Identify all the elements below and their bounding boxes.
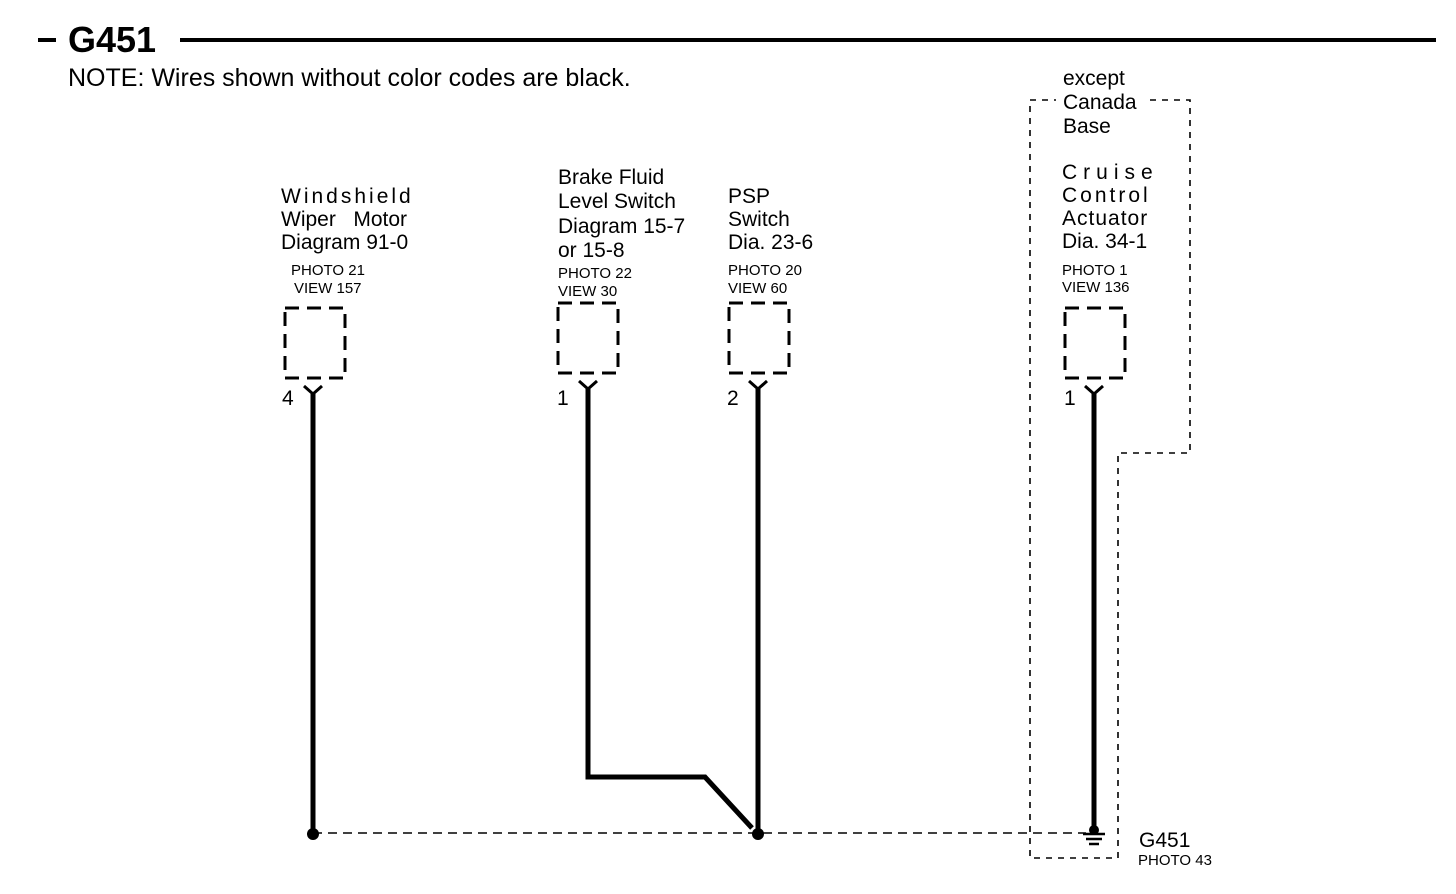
page-title: G451 bbox=[68, 19, 156, 60]
option-label-line-2: Canada bbox=[1063, 91, 1137, 114]
wiper-pin-number: 4 bbox=[282, 387, 294, 410]
psp-view-ref: VIEW 60 bbox=[728, 280, 787, 297]
brake-connector-box bbox=[556, 301, 620, 375]
component-wiper-motor: Windshield Wiper Motor Diagram 91-0 PHOT… bbox=[281, 185, 414, 410]
psp-name-line-1: PSP bbox=[728, 185, 770, 208]
psp-photo-ref: PHOTO 20 bbox=[728, 262, 802, 279]
brake-pin-number: 1 bbox=[557, 387, 569, 410]
splice-dot-psp bbox=[752, 828, 764, 840]
component-psp-switch: PSP Switch Dia. 23-6 PHOTO 20 VIEW 60 2 bbox=[727, 185, 813, 410]
wiper-connector-box bbox=[283, 306, 347, 380]
brake-name-line-3: Diagram 15-7 bbox=[558, 215, 685, 238]
ground-label: G451 bbox=[1139, 829, 1190, 852]
ground-photo-ref: PHOTO 43 bbox=[1138, 852, 1212, 869]
cruise-name-line-4: Dia. 34-1 bbox=[1062, 230, 1147, 253]
psp-name-line-2: Switch bbox=[728, 208, 790, 231]
component-cruise-actuator: Cruise Control Actuator Dia. 34-1 PHOTO … bbox=[1062, 161, 1159, 410]
brake-photo-ref: PHOTO 22 bbox=[558, 265, 632, 282]
cruise-name-line-3: Actuator bbox=[1062, 207, 1148, 230]
cruise-pin-number: 1 bbox=[1064, 387, 1076, 410]
psp-name-line-3: Dia. 23-6 bbox=[728, 231, 813, 254]
cruise-pin-terminal-icon bbox=[1084, 384, 1104, 397]
cruise-name-line-2: Control bbox=[1062, 184, 1151, 207]
option-label-line-1: except bbox=[1063, 67, 1125, 90]
wire-brake bbox=[585, 389, 754, 830]
ground-icon bbox=[1083, 825, 1105, 846]
psp-pin-terminal-icon bbox=[748, 379, 768, 392]
wiper-name-line-2: Wiper Motor bbox=[281, 208, 407, 231]
wiper-photo-ref: PHOTO 21 bbox=[291, 262, 365, 279]
brake-name-line-4: or 15-8 bbox=[558, 239, 625, 262]
wiper-name-line-1: Windshield bbox=[281, 185, 414, 208]
cruise-photo-ref: PHOTO 1 bbox=[1062, 262, 1128, 279]
brake-name-line-2: Level Switch bbox=[558, 190, 676, 213]
psp-connector-box bbox=[727, 301, 791, 375]
wiper-name-line-3: Diagram 91-0 bbox=[281, 231, 408, 254]
option-label-mask bbox=[1056, 88, 1146, 138]
component-brake-fluid-switch: Brake Fluid Level Switch Diagram 15-7 or… bbox=[556, 166, 685, 410]
option-dashed-boundary bbox=[1029, 99, 1191, 859]
brake-view-ref: VIEW 30 bbox=[558, 283, 617, 300]
cruise-connector-box bbox=[1063, 306, 1127, 380]
brake-pin-terminal-icon bbox=[578, 379, 598, 392]
cruise-name-line-1: Cruise bbox=[1062, 161, 1159, 184]
cruise-view-ref: VIEW 136 bbox=[1062, 279, 1130, 296]
psp-pin-number: 2 bbox=[727, 387, 739, 410]
splice-dot-wiper bbox=[307, 828, 319, 840]
option-label-line-3: Base bbox=[1063, 115, 1111, 138]
note-text: NOTE: Wires shown without color codes ar… bbox=[68, 64, 631, 92]
wiper-pin-terminal-icon bbox=[303, 384, 323, 397]
brake-name-line-1: Brake Fluid bbox=[558, 166, 664, 189]
wiper-view-ref: VIEW 157 bbox=[294, 280, 362, 297]
